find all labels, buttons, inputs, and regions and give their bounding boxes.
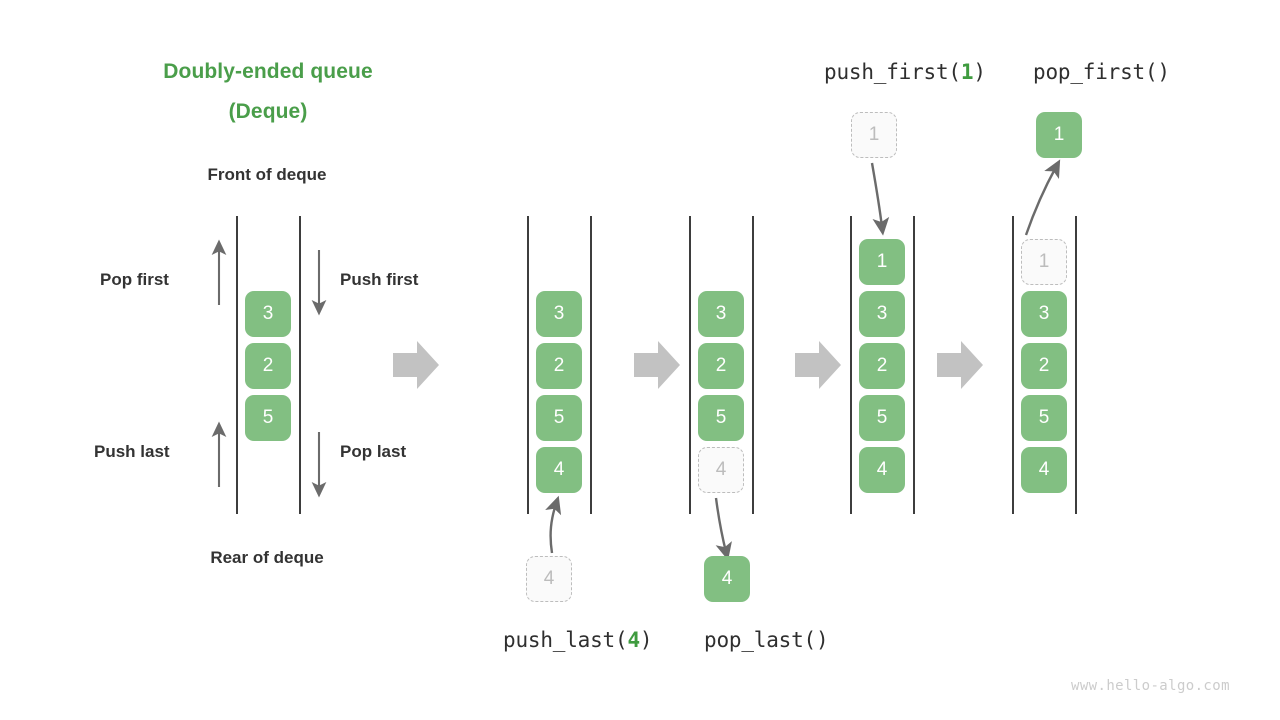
op-push-last-arg: 4 [627,628,640,652]
stage1-cell-3: 4 [536,447,582,493]
op-pop-last-name: pop_last() [704,628,829,652]
stage0-rail-left [236,216,238,514]
stage1-rail-right [590,216,592,514]
stage4-cell-1: 3 [1021,291,1067,337]
stage0-cell-1: 2 [245,343,291,389]
stage1-external-cell: 4 [526,556,572,602]
stage4-external-cell: 1 [1036,112,1082,158]
stage4-rail-left [1012,216,1014,514]
stage3-cell-0: 1 [859,239,905,285]
transition-arrow-2 [634,341,680,389]
op-push-first-name: push_first( [824,60,961,84]
stage2-cell-0: 3 [698,291,744,337]
transition-arrow-4 [937,341,983,389]
stage4-cell-3: 5 [1021,395,1067,441]
stage3-cell-1: 3 [859,291,905,337]
legend-pop-last-label: Pop last [340,442,407,461]
stage1-cell-0: 3 [536,291,582,337]
front-of-deque-label: Front of deque [207,165,327,184]
legend-push-first-label: Push first [340,270,419,289]
stage0-cell-2: 5 [245,395,291,441]
watermark: www.hello-algo.com [1071,678,1230,694]
stage3-cell-2: 2 [859,343,905,389]
stage2-external-cell: 4 [704,556,750,602]
op-label-pop-first: pop_first() [1033,60,1170,84]
transition-arrow-1 [393,341,439,389]
stage2-cell-1: 2 [698,343,744,389]
stage3-external-cell: 1 [851,112,897,158]
stage1-cell-1: 2 [536,343,582,389]
op-push-first-close: ) [973,60,986,84]
stage1-cell-2: 5 [536,395,582,441]
stage0-cell-0: 3 [245,291,291,337]
op-label-pop-last: pop_last() [704,628,829,652]
pop-last-flow-arrow [714,497,732,561]
op-pop-first-name: pop_first() [1033,60,1170,84]
stage4-rail-right [1075,216,1077,514]
push-last-flow-arrow [545,495,562,554]
rear-of-deque-label: Rear of deque [210,548,324,567]
stage2-cell-3: 4 [698,447,744,493]
stage4-cell-4: 4 [1021,447,1067,493]
op-label-push-first: push_first(1) [824,60,986,84]
stage3-cell-4: 4 [859,447,905,493]
page-title-line1: Doubly-ended queue [163,60,373,83]
op-push-last-close: ) [639,628,653,652]
legend-pop-first-label: Pop first [100,270,169,289]
op-push-last-name: push_last( [503,628,628,652]
stage2-rail-left [689,216,691,514]
stage4-cell-0: 1 [1021,239,1067,285]
legend-push-last-label: Push last [94,442,170,461]
stage0-rail-right [299,216,301,514]
stage3-cell-3: 5 [859,395,905,441]
stage1-rail-left [527,216,529,514]
stage2-cell-2: 5 [698,395,744,441]
stage4-cell-2: 2 [1021,343,1067,389]
op-label-push-last: push_last(4) [503,628,653,652]
stage3-rail-left [850,216,852,514]
page-title-line2: (Deque) [228,100,308,123]
stage2-rail-right [752,216,754,514]
push-first-flow-arrow [870,162,890,236]
pop-first-flow-arrow [1024,159,1061,236]
stage3-rail-right [913,216,915,514]
transition-arrow-3 [795,341,841,389]
op-push-first-arg: 1 [960,60,974,84]
